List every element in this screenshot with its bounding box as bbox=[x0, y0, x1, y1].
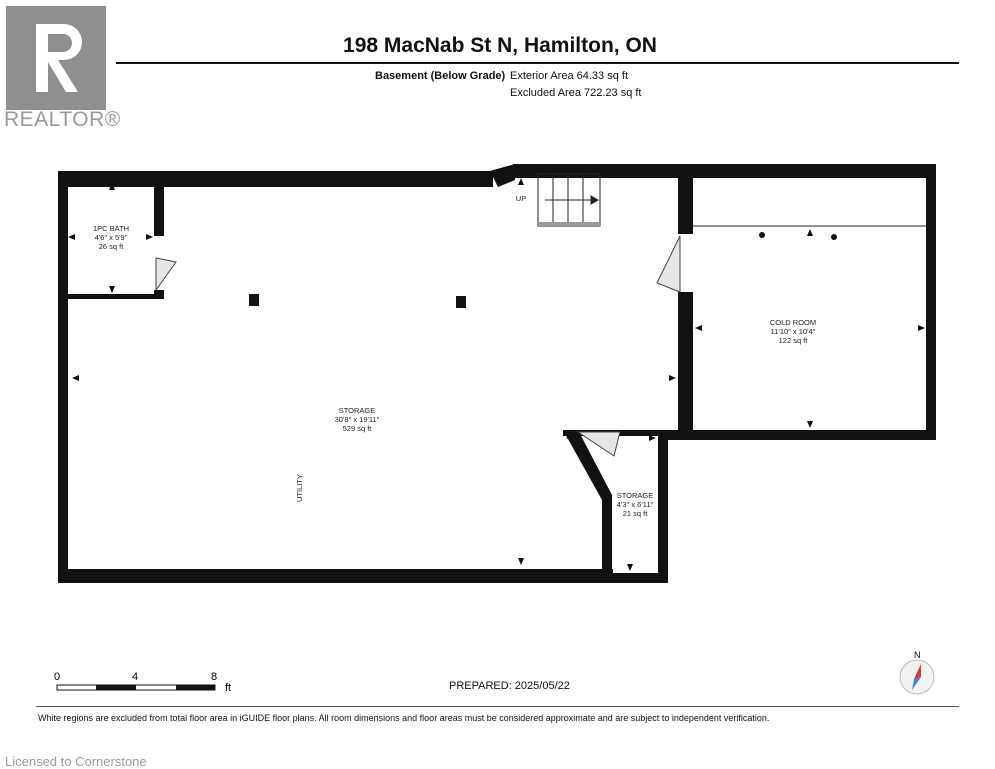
realtor-wordmark: REALTOR® bbox=[4, 108, 121, 131]
support-post bbox=[456, 296, 466, 308]
svg-text:4'6" x 5'9": 4'6" x 5'9" bbox=[95, 233, 128, 242]
fixture-dot bbox=[831, 234, 837, 240]
svg-text:COLD ROOM: COLD ROOM bbox=[770, 318, 816, 327]
exterior-area: Exterior Area 64.33 sq ft bbox=[510, 70, 629, 82]
storage-small-label: STORAGE 4'3" x 6'11" 21 sq ft bbox=[617, 491, 654, 518]
scale-bar: 0 4 8 ft bbox=[54, 671, 231, 694]
scale-tick-label: 0 bbox=[54, 671, 60, 683]
realtor-logo bbox=[6, 6, 106, 110]
footer-divider bbox=[36, 706, 959, 707]
bath-label: 1PC BATH 4'6" x 5'9" 26 sq ft bbox=[93, 224, 129, 251]
svg-text:11'10" x 10'4": 11'10" x 10'4" bbox=[771, 327, 816, 336]
svg-text:STORAGE: STORAGE bbox=[339, 406, 376, 415]
compass-north-label: N bbox=[914, 650, 921, 660]
svg-text:30'8" x 19'11": 30'8" x 19'11" bbox=[335, 415, 380, 424]
compass-icon: N bbox=[897, 648, 941, 703]
door-swings bbox=[155, 235, 681, 457]
prepared-date: PREPARED: 2025/05/22 bbox=[449, 680, 570, 692]
scale-tick-label: 8 bbox=[211, 671, 217, 683]
level-name: Basement (Below Grade) bbox=[375, 70, 506, 82]
stairs-up-label: UP bbox=[516, 194, 526, 203]
svg-text:1PC BATH: 1PC BATH bbox=[93, 224, 129, 233]
stairs bbox=[537, 173, 601, 227]
disclaimer-text: White regions are excluded from total fl… bbox=[38, 713, 770, 723]
svg-text:21 sq ft: 21 sq ft bbox=[623, 509, 649, 518]
license-watermark: Licensed to Cornerstone bbox=[5, 754, 147, 769]
walls bbox=[58, 164, 936, 583]
svg-text:529 sq ft: 529 sq ft bbox=[343, 424, 373, 433]
plan-title: 198 MacNab St N, Hamilton, ON bbox=[343, 34, 657, 57]
support-post bbox=[249, 294, 259, 306]
svg-text:4'3" x 6'11": 4'3" x 6'11" bbox=[617, 500, 654, 509]
storage-main-label: STORAGE 30'8" x 19'11" 529 sq ft bbox=[335, 406, 380, 433]
utility-label: UTILITY bbox=[295, 474, 304, 502]
svg-text:122 sq ft: 122 sq ft bbox=[779, 336, 809, 345]
svg-text:STORAGE: STORAGE bbox=[617, 491, 654, 500]
cold-room-label: COLD ROOM 11'10" x 10'4" 122 sq ft bbox=[770, 318, 816, 345]
excluded-area: Excluded Area 722.23 sq ft bbox=[510, 87, 642, 99]
scale-unit: ft bbox=[225, 682, 231, 694]
scale-tick-label: 4 bbox=[132, 671, 138, 683]
fixture-dot bbox=[759, 232, 765, 238]
title-divider bbox=[116, 62, 959, 64]
svg-text:26 sq ft: 26 sq ft bbox=[99, 242, 125, 251]
dimension-arrows bbox=[68, 178, 925, 571]
